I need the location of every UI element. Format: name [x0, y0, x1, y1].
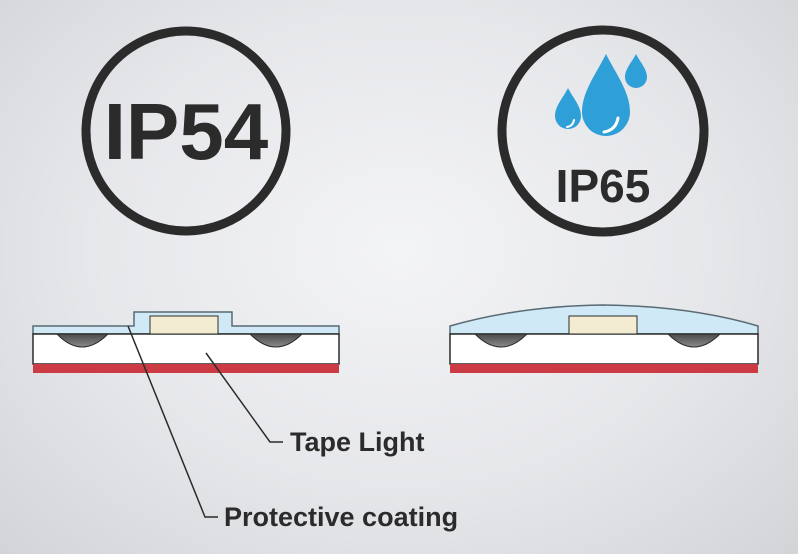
- ip54-badge-label: IP54: [104, 87, 269, 176]
- ip65-strip-base: [450, 364, 758, 373]
- protective-coating-label: Protective coating: [224, 502, 458, 532]
- ip54-strip-base: [33, 364, 339, 373]
- ip65-led-chip: [568, 315, 638, 335]
- ip54-badge-ring: [81, 26, 291, 236]
- ip65-badge: IP65: [497, 25, 709, 237]
- ip54-led-dome-left: [55, 333, 110, 348]
- water-drops-icon: [555, 54, 647, 136]
- ip65-badge-label: IP65: [556, 160, 651, 212]
- ip54-led-chip: [149, 315, 219, 335]
- ip54-strip-cross-section: [32, 311, 340, 373]
- ip65-badge-ring: [497, 25, 709, 237]
- tape-light-leader-line: [205, 352, 283, 443]
- ip65-led-dome-right: [666, 333, 722, 348]
- tape-light-label: Tape Light: [290, 427, 425, 457]
- ip65-strip-cross-section: [449, 304, 759, 373]
- ip54-badge: IP54: [81, 26, 291, 236]
- ip54-led-dome-right: [248, 333, 304, 348]
- protective-coating-leader-line: [127, 325, 218, 518]
- ip65-led-dome-left: [473, 333, 529, 348]
